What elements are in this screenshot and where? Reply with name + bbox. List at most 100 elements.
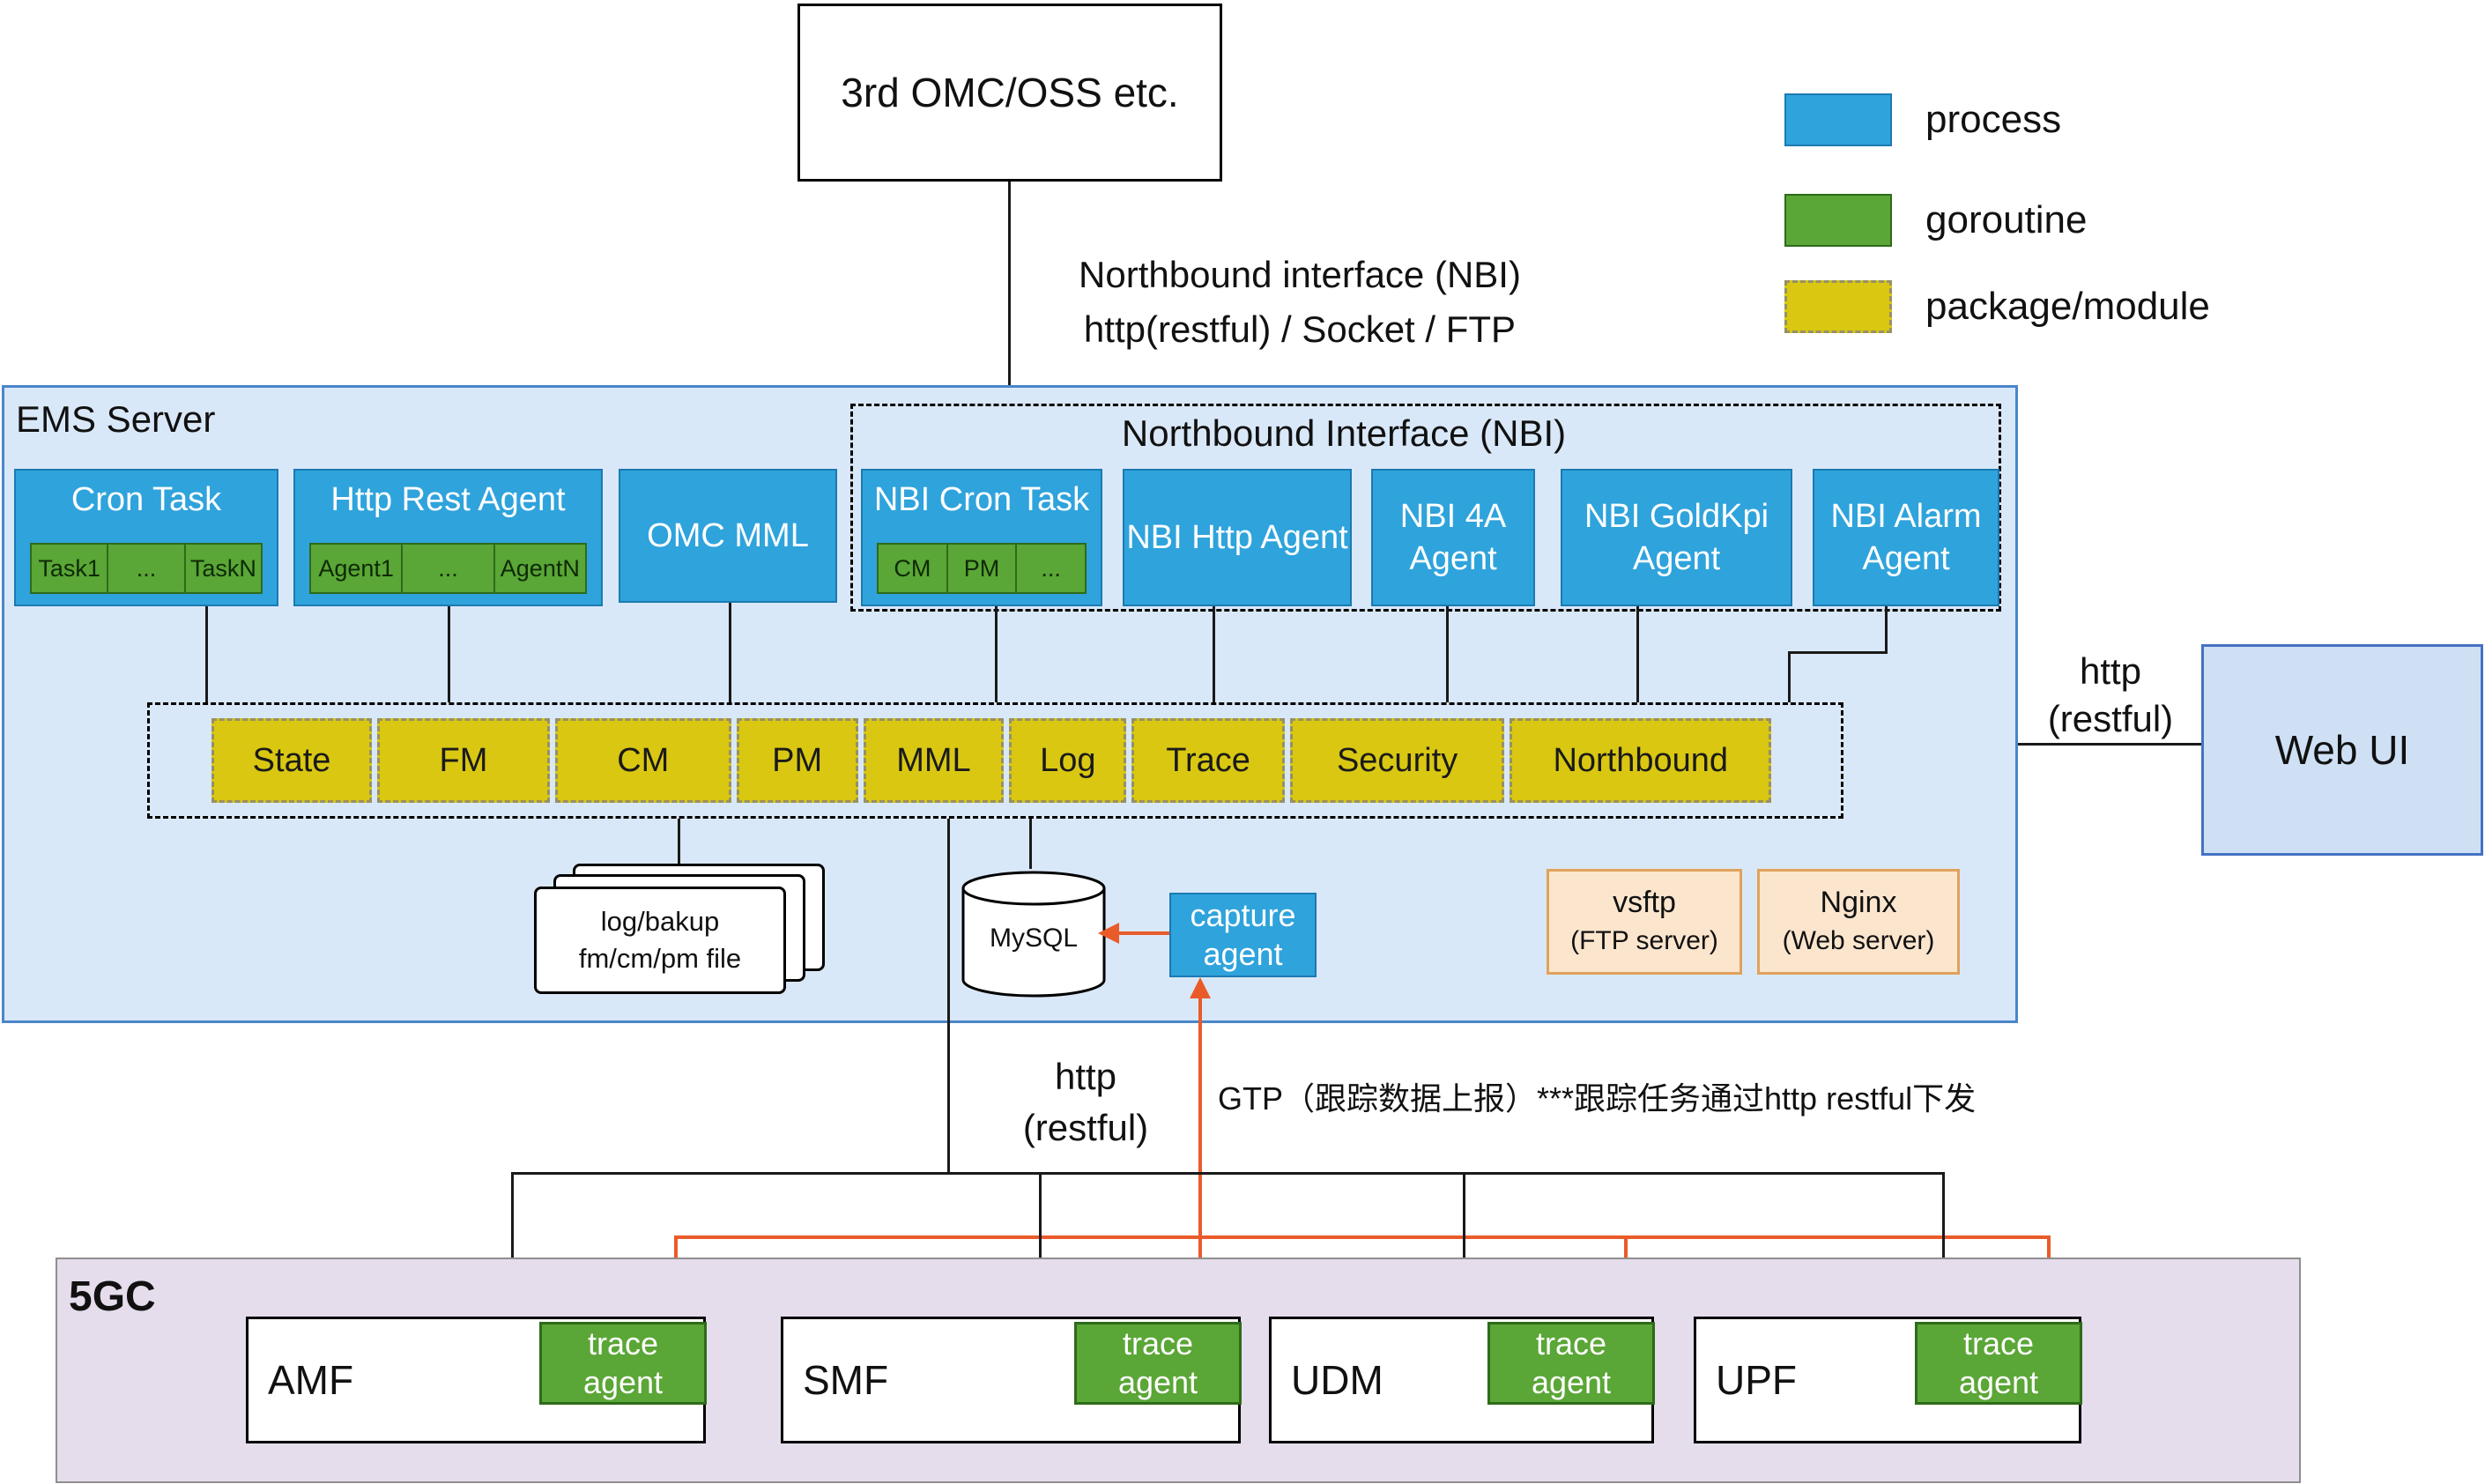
file-stack-line1: log/bakup xyxy=(600,906,720,937)
trace-agent-line1: trace xyxy=(1535,1325,1607,1362)
module-northbound: Northbound xyxy=(1510,718,1772,803)
agentN-chip: AgentN xyxy=(493,543,587,594)
nbi-cm-chip: CM xyxy=(877,543,948,594)
nbi-goldkpi-agent-box: NBI GoldKpi Agent xyxy=(1561,469,1792,606)
modules-bar: State FM CM PM MML Log Trace Security No… xyxy=(211,718,1772,803)
line-omc-to-ems xyxy=(1008,182,1011,385)
ems-server-title: EMS Server xyxy=(16,398,216,440)
nbi-http-agent-box: NBI Http Agent xyxy=(1123,469,1352,606)
mysql-label: MySQL xyxy=(989,924,1079,953)
module-fm: FM xyxy=(377,718,550,803)
agent1-chip: Agent1 xyxy=(309,543,404,594)
task1-chip: Task1 xyxy=(30,543,109,594)
nbi-cron-task-box: NBI Cron Task CM PM ... xyxy=(861,469,1102,606)
connector-nbi-http xyxy=(1213,606,1215,702)
legend-process-label: process xyxy=(1925,98,2062,141)
connector-goldkpi xyxy=(1636,606,1639,702)
capture-agent-line1: capture xyxy=(1190,897,1296,933)
legend-process-swatch xyxy=(1784,93,1892,146)
connector-cron-task xyxy=(205,606,208,702)
nbi-goldkpi-agent-label: NBI GoldKpi Agent xyxy=(1584,498,1769,577)
task-ellipsis-chip: ... xyxy=(107,543,186,594)
orange-bus xyxy=(674,1235,2051,1239)
smf-trace-agent: trace agent xyxy=(1074,1322,1242,1405)
nbi-container-title: Northbound Interface (NBI) xyxy=(1121,412,1567,454)
nginx-line2: (Web server) xyxy=(1782,926,1935,955)
module-state: State xyxy=(211,718,373,803)
capture-agent-box: capture agent xyxy=(1169,893,1317,977)
nbi-link-label-line2: http(restful) / Socket / FTP xyxy=(1083,308,1517,350)
trace-agent-line1: trace xyxy=(587,1325,659,1362)
agent-ellipsis-chip: ... xyxy=(401,543,495,594)
vsftp-line1: vsftp xyxy=(1613,886,1676,919)
black-drop-amf xyxy=(511,1172,514,1317)
upf-trace-agent: trace agent xyxy=(1915,1322,2082,1405)
amf-trace-agent: trace agent xyxy=(539,1322,707,1405)
http-bottom-label-line1: http xyxy=(1054,1056,1117,1097)
nbi-pm-chip: PM xyxy=(946,543,1018,594)
connector-nbi-4a xyxy=(1446,606,1449,702)
legend-package-swatch xyxy=(1784,280,1892,333)
trace-agent-line2: agent xyxy=(1531,1364,1612,1400)
gtp-note-label: GTP（跟踪数据上报）***跟踪任务通过http restful下发 xyxy=(1218,1080,1977,1117)
module-mml: MML xyxy=(863,718,1005,803)
trace-agent-line1: trace xyxy=(1122,1325,1194,1362)
file-stack-page-front: log/bakup fm/cm/pm file xyxy=(534,887,786,994)
http-bottom-label-line2: (restful) xyxy=(1022,1107,1149,1148)
connector-alarm-h xyxy=(1788,651,1888,654)
trace-agent-line2: agent xyxy=(1958,1364,2039,1400)
trace-agent-line2: agent xyxy=(582,1364,664,1400)
omc-mml-box: OMC MML xyxy=(619,469,837,603)
nbi-4a-agent-box: NBI 4A Agent xyxy=(1371,469,1535,606)
capture-agent-line2: agent xyxy=(1203,936,1283,972)
mysql-database: MySQL xyxy=(961,869,1107,999)
line-modules-to-files xyxy=(678,819,680,869)
cron-task-goroutines: Task1 ... TaskN xyxy=(30,543,263,594)
vsftp-box: vsftp (FTP server) xyxy=(1547,869,1742,975)
orange-line-smf-to-capture xyxy=(1198,996,1202,1325)
connector-http-rest xyxy=(448,606,450,702)
line-capture-to-mysql xyxy=(1117,931,1169,935)
nbi-cron-task-label: NBI Cron Task xyxy=(873,481,1090,518)
external-omc-label: 3rd OMC/OSS etc. xyxy=(841,70,1179,115)
file-stack-line2: fm/cm/pm file xyxy=(578,943,742,974)
line-modules-to-mysql xyxy=(1029,819,1032,869)
connector-nbi-cron xyxy=(995,606,998,702)
http-right-label-line1: http xyxy=(2079,650,2142,692)
legend-goroutine-label: goroutine xyxy=(1925,198,2088,241)
module-pm: PM xyxy=(736,718,858,803)
connector-omc-mml xyxy=(729,603,731,702)
amf-label: AMF xyxy=(268,1357,354,1403)
external-omc-box: 3rd OMC/OSS etc. xyxy=(797,4,1222,182)
nbi-http-agent-label: NBI Http Agent xyxy=(1126,519,1348,556)
nbi-ellipsis-chip: ... xyxy=(1015,543,1087,594)
mysql-cylinder-shape xyxy=(961,871,1106,998)
line-ems-to-5gc xyxy=(947,819,950,1174)
nbi-cron-task-goroutines: CM PM ... xyxy=(877,543,1087,594)
udm-label: UDM xyxy=(1291,1357,1383,1403)
web-ui-label: Web UI xyxy=(2274,727,2410,773)
arrowhead-to-capture-agent xyxy=(1190,977,1211,998)
black-bus xyxy=(511,1172,1945,1175)
http-rest-agent-label: Http Rest Agent xyxy=(330,481,566,518)
module-trace: Trace xyxy=(1131,718,1285,803)
udm-trace-agent: trace agent xyxy=(1487,1322,1655,1405)
module-security: Security xyxy=(1289,718,1505,803)
omc-mml-label: OMC MML xyxy=(647,516,809,554)
connector-alarm-v2 xyxy=(1788,651,1791,702)
cron-task-box: Cron Task Task1 ... TaskN xyxy=(14,469,278,606)
arrowhead-to-mysql xyxy=(1098,923,1119,944)
nbi-link-label-line1: Northbound interface (NBI) xyxy=(1079,254,1521,295)
legend-package-label: package/module xyxy=(1925,285,2210,328)
nbi-alarm-agent-box: NBI Alarm Agent xyxy=(1813,469,1999,606)
black-drop-upf xyxy=(1942,1172,1945,1317)
file-stack: log/bakup fm/cm/pm file xyxy=(534,864,830,1001)
connector-alarm-v1 xyxy=(1885,606,1888,654)
cron-task-label: Cron Task xyxy=(70,481,222,518)
http-rest-agent-goroutines: Agent1 ... AgentN xyxy=(309,543,587,594)
nbi-container xyxy=(850,404,2001,612)
taskN-chip: TaskN xyxy=(183,543,263,594)
trace-agent-line1: trace xyxy=(1962,1325,2035,1362)
core-5gc-title: 5GC xyxy=(69,1273,156,1320)
smf-label: SMF xyxy=(803,1357,889,1403)
